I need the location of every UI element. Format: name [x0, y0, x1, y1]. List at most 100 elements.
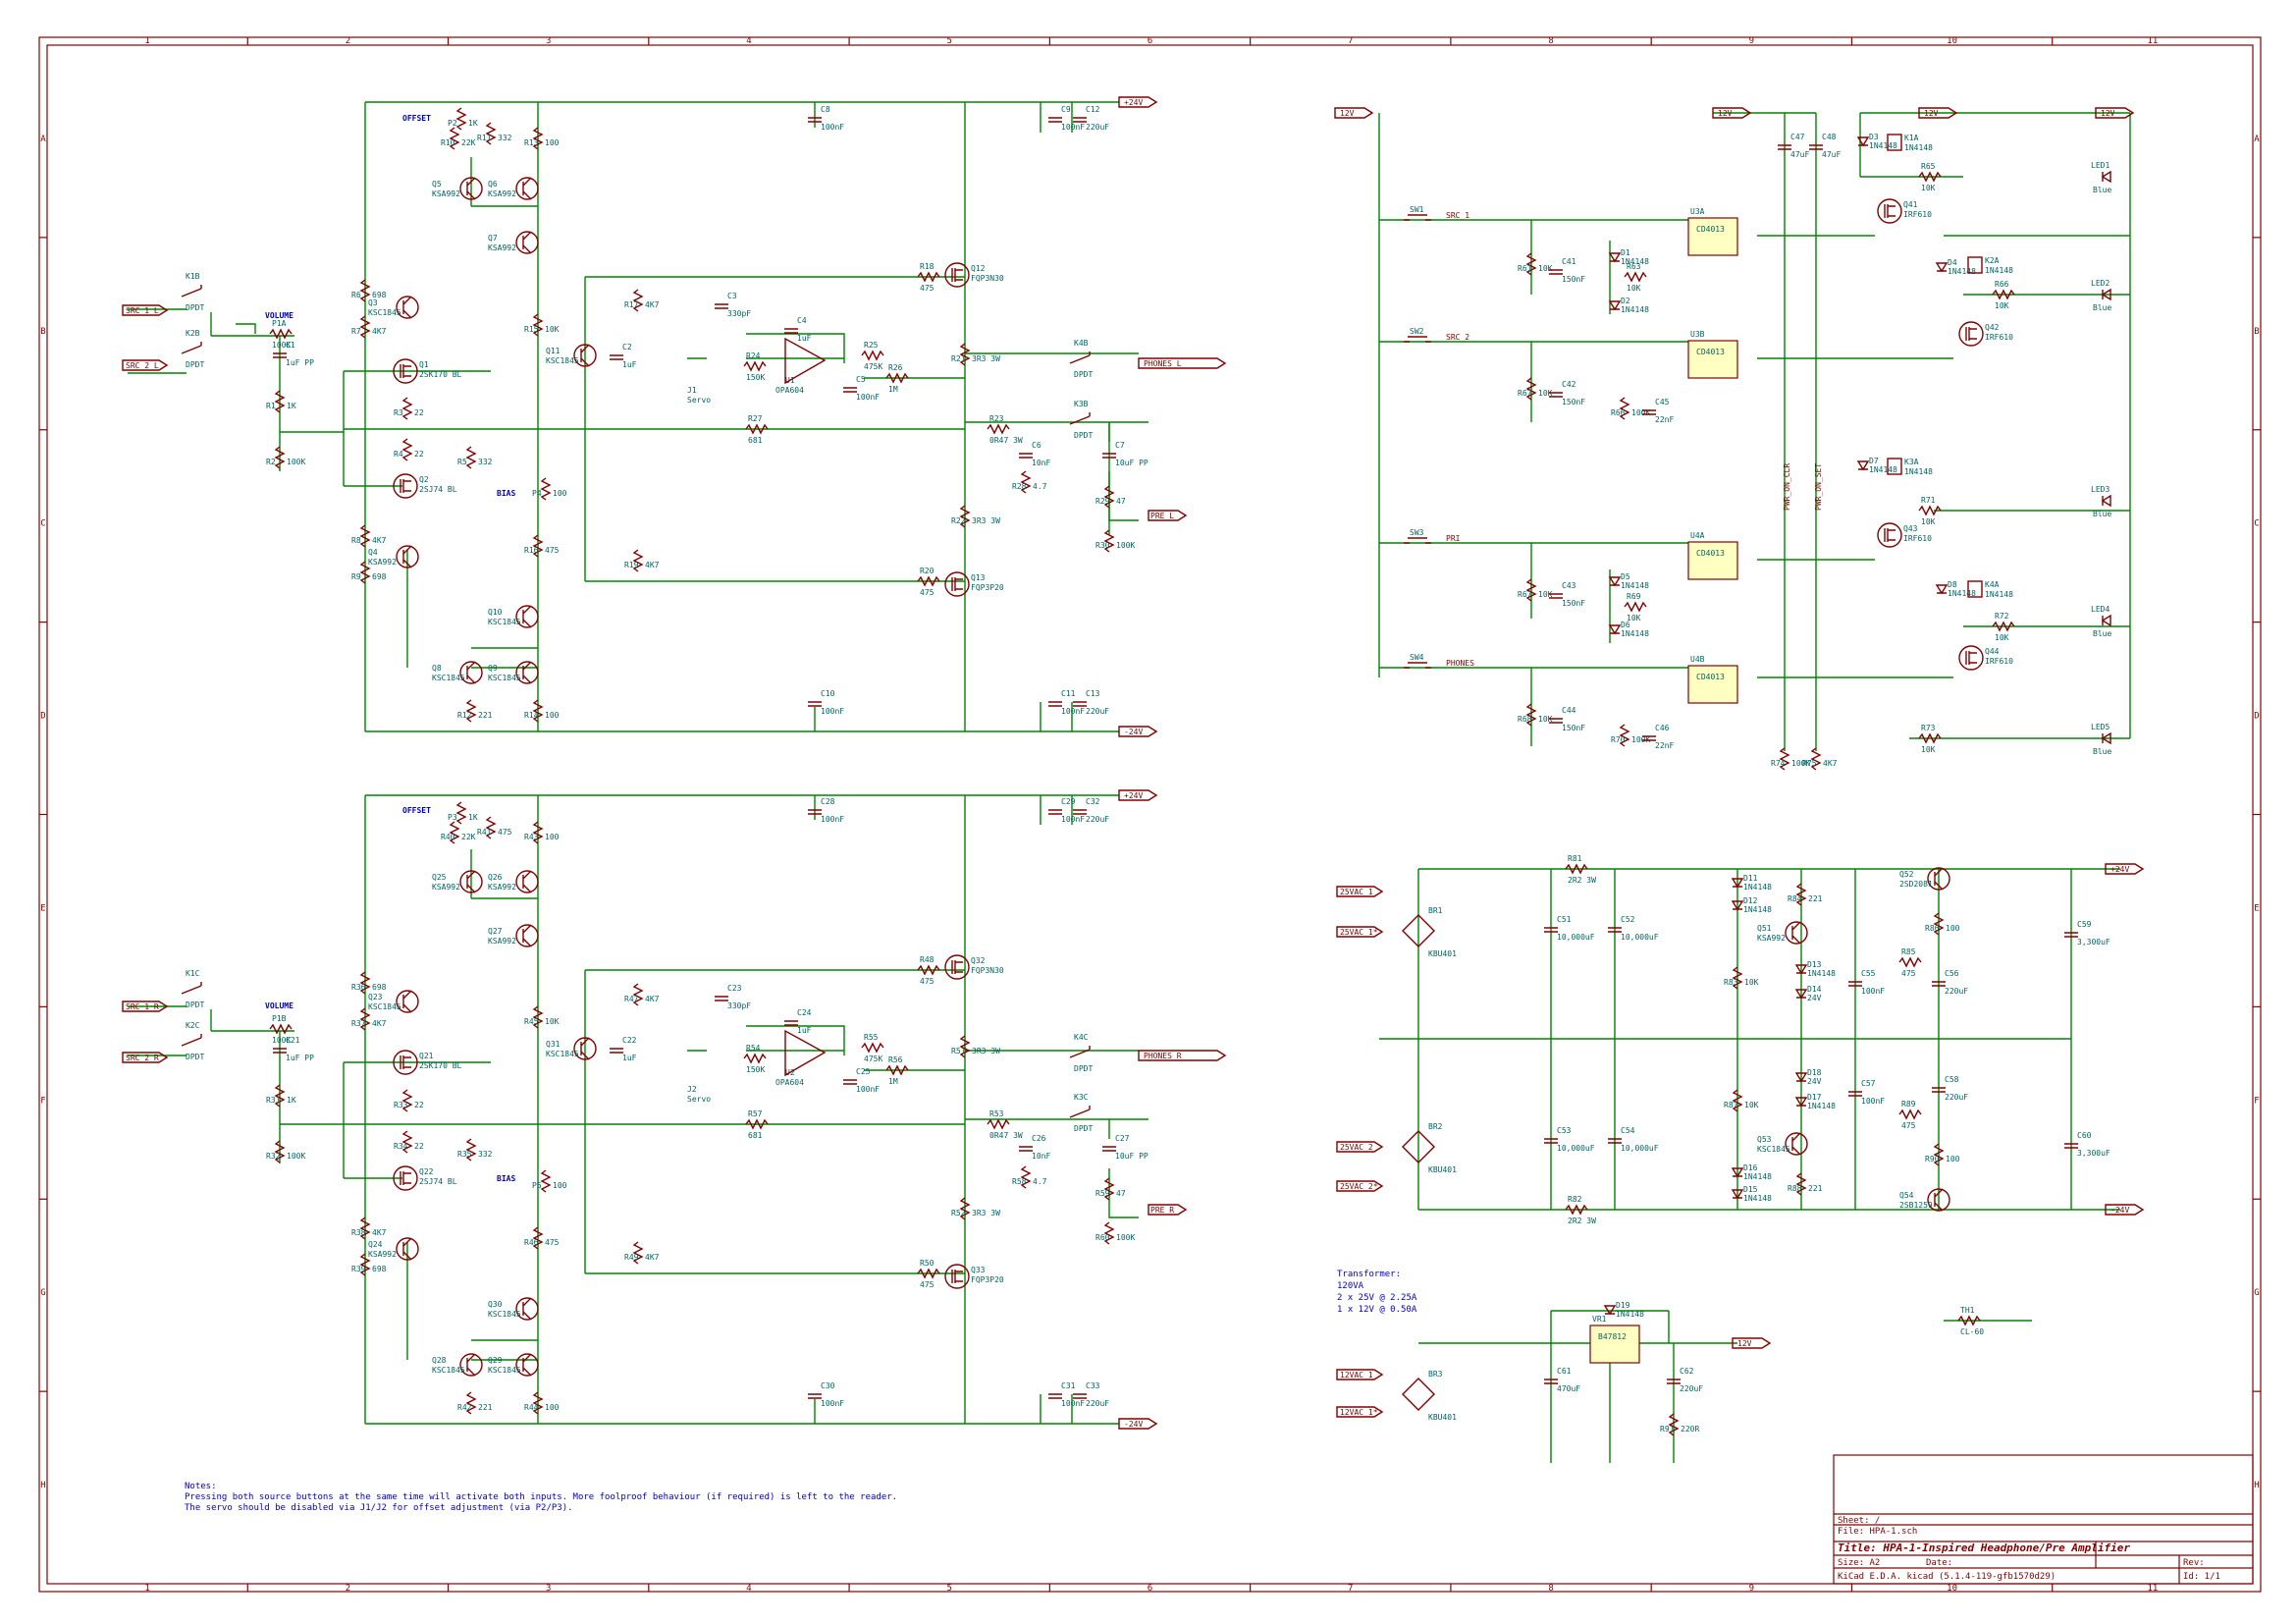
- frame-col-bottom: 5: [947, 1584, 952, 1594]
- tb-title: Title: HPA-1-Inspired Headphone/Pre Ampl…: [1838, 1542, 2130, 1554]
- resistor-ref: R22: [951, 516, 966, 525]
- capacitor-value: 220uF: [1945, 987, 1968, 996]
- diode-ref: D6: [1621, 621, 1630, 629]
- capacitor-value: 100nF: [1061, 707, 1085, 716]
- resistor-value: 22: [414, 1101, 424, 1109]
- capacitor-value: 1uF: [797, 334, 812, 343]
- capacitor-ref: C46: [1655, 724, 1670, 732]
- capacitor-ref: C58: [1945, 1075, 1959, 1084]
- resistor-ref: P5: [532, 1181, 542, 1190]
- resistor-ref: R18: [920, 262, 934, 271]
- power-label-12v-ctrl4: 12V: [2095, 107, 2135, 119]
- jumper-value: Servo: [687, 1095, 711, 1104]
- capacitor-ref: C4: [797, 316, 807, 325]
- power-label-n24-psu: -24V: [2105, 1204, 2145, 1216]
- switch-ref: SW1: [1410, 205, 1424, 214]
- mosfet-ref: Q22: [419, 1167, 434, 1176]
- capacitor-value: 10,000uF: [1621, 1144, 1659, 1153]
- mosfet-ref: Q43: [1903, 524, 1918, 533]
- capacitor-ref: C56: [1945, 969, 1959, 978]
- resistor-value: 100K: [1791, 759, 1810, 768]
- resistor-ref: R16: [524, 546, 539, 555]
- mosfet-value: IRF610: [1903, 210, 1932, 219]
- transistor-value: KSC1845: [432, 1366, 465, 1375]
- contact-ref: K1B: [186, 272, 200, 281]
- transistor-ref: Q51: [1757, 924, 1772, 933]
- transistor-ref: Q26: [488, 873, 503, 882]
- capacitor-ref: C29: [1061, 797, 1076, 806]
- capacitor-value: 150nF: [1562, 275, 1585, 284]
- resistor-value: 475: [920, 977, 934, 986]
- ic-value: CD4013: [1696, 225, 1725, 234]
- capacitor-value: 10uF PP: [1115, 1152, 1148, 1161]
- capacitor-value: 150nF: [1562, 398, 1585, 406]
- capacitor-ref: C31: [1061, 1381, 1076, 1390]
- transistor-ref: Q53: [1757, 1135, 1772, 1144]
- mosfet-value: IRF610: [1985, 657, 2013, 666]
- capacitor-ref: C28: [821, 797, 835, 806]
- relay-ref: K3A: [1904, 458, 1919, 466]
- capacitor-value: 22nF: [1655, 415, 1674, 424]
- led-value: Blue: [2093, 747, 2111, 756]
- svg-text:PHONES_R: PHONES_R: [1144, 1052, 1182, 1060]
- capacitor-value: 10,000uF: [1557, 1144, 1595, 1153]
- transistor-ref: Q30: [488, 1300, 503, 1309]
- resistor-value: 4K7: [645, 1253, 660, 1262]
- resistor-value: 4K7: [645, 300, 660, 309]
- diode-value: 24V: [1807, 1077, 1822, 1086]
- led-ref: LED4: [2091, 605, 2109, 614]
- transistor-value: KSC1845: [432, 674, 465, 682]
- net-label-pre-l: PRE_L: [1148, 510, 1188, 521]
- resistor-value: 10K: [545, 325, 560, 334]
- bridge-ref: BR1: [1428, 906, 1443, 915]
- capacitor-ref: C45: [1655, 398, 1670, 406]
- mosfet-ref: Q12: [971, 264, 986, 273]
- frame-row-left: D: [40, 712, 45, 722]
- jumper-value: Servo: [687, 396, 711, 405]
- net-label-src2r: SRC_2_R: [122, 1052, 169, 1063]
- capacitor-ref: C52: [1621, 915, 1635, 924]
- contact-value: DPDT: [186, 360, 204, 369]
- frame-row-right: B: [2254, 327, 2259, 337]
- resistor-value: 475: [920, 1280, 934, 1289]
- resistor-ref: R85: [1901, 947, 1916, 956]
- capacitor: C56 220uF: [1932, 969, 1968, 996]
- relay-ref: K1A: [1904, 134, 1919, 142]
- capacitor-value: 100nF: [821, 1399, 844, 1408]
- mosfet-value: 2SK170 BL: [419, 1061, 462, 1070]
- resistor-value: 4.7: [1033, 1177, 1047, 1186]
- resistor-ref: R58: [1012, 1177, 1027, 1186]
- diode-value: 1N4148: [1743, 1194, 1772, 1203]
- capacitor-ref: C13: [1086, 689, 1100, 698]
- capacitor-value: 22nF: [1655, 741, 1674, 750]
- transistor-value: KSA992: [488, 189, 516, 198]
- resistor-ref: R34: [394, 1142, 408, 1151]
- resistor-value: 100: [1946, 924, 1960, 933]
- frame-col-bottom: 6: [1148, 1584, 1152, 1594]
- resistor-value: 10K: [1921, 745, 1936, 754]
- net-label-25vac2s: 25VAC_2*: [1336, 1180, 1384, 1192]
